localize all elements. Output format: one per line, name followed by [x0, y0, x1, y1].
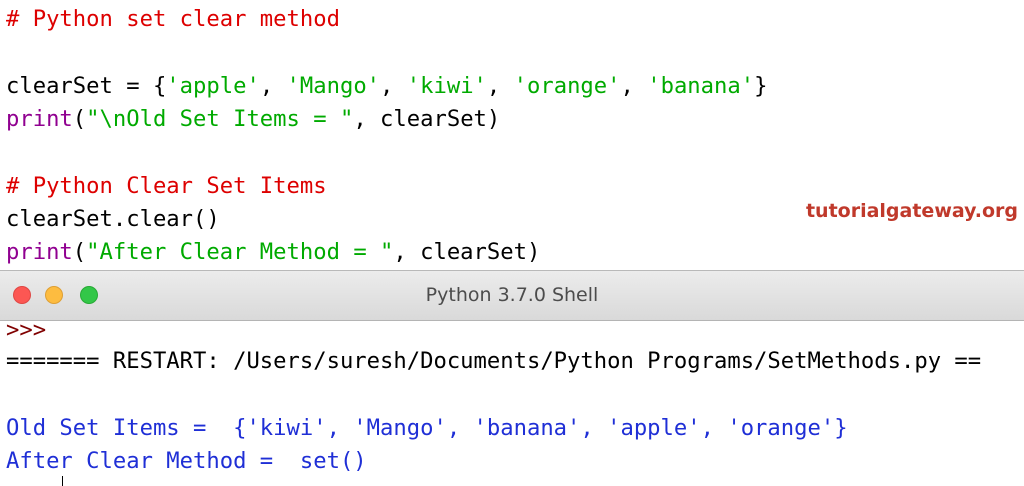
string-token: 'kiwi' — [406, 73, 487, 99]
code-comment-line: # Python set clear method — [6, 6, 340, 32]
string-token: 'banana' — [647, 73, 755, 99]
minimize-window-button[interactable] — [45, 286, 63, 304]
code-token: ( — [72, 239, 87, 265]
code-token: , — [620, 73, 648, 99]
window-title: Python 3.7.0 Shell — [425, 284, 599, 306]
shell-output-after-clear: After Clear Method = set() — [6, 448, 367, 474]
string-token: "After Clear Method = " — [86, 239, 394, 265]
maximize-window-button[interactable] — [80, 286, 98, 304]
code-token: ( — [72, 106, 87, 132]
shell-restart-line: ======= RESTART: /Users/suresh/Documents… — [6, 348, 982, 374]
code-token: , — [259, 73, 287, 99]
code-line-set-assignment: clearSet = {'apple', 'Mango', 'kiwi', 'o… — [6, 71, 767, 101]
string-token: 'Mango' — [286, 73, 381, 99]
close-window-button[interactable] — [13, 286, 31, 304]
shell-prompt: >>> — [6, 317, 47, 343]
watermark-logo: tutorialgateway.org — [805, 200, 1018, 222]
code-line-print-after: print("After Clear Method = ", clearSet) — [6, 237, 540, 267]
code-token: , — [380, 73, 407, 99]
text-cursor — [62, 476, 63, 486]
builtin-token: print — [6, 106, 73, 132]
code-token: , — [486, 73, 514, 99]
code-line-print-old: print("\nOld Set Items = ", clearSet) — [6, 104, 500, 134]
string-token: 'apple' — [166, 73, 260, 99]
code-editor[interactable]: # Python set clear method clearSet = {'a… — [0, 0, 1024, 270]
code-token: , clearSet) — [393, 239, 541, 265]
code-token: } — [754, 73, 768, 99]
code-token: clearSet = { — [6, 73, 167, 99]
code-token: , clearSet) — [353, 106, 501, 132]
code-line-clear-call: clearSet.clear() — [6, 206, 220, 232]
window-titlebar[interactable]: Python 3.7.0 Shell — [0, 271, 1024, 321]
string-token: 'orange' — [513, 73, 621, 99]
string-token: "\nOld Set Items = " — [86, 106, 354, 132]
code-comment-line: # Python Clear Set Items — [6, 173, 327, 199]
python-shell-window: Python 3.7.0 Shell >>> ======= RESTART: … — [0, 270, 1024, 486]
shell-output-old-items: Old Set Items = {'kiwi', 'Mango', 'banan… — [6, 415, 848, 441]
builtin-token: print — [6, 239, 73, 265]
